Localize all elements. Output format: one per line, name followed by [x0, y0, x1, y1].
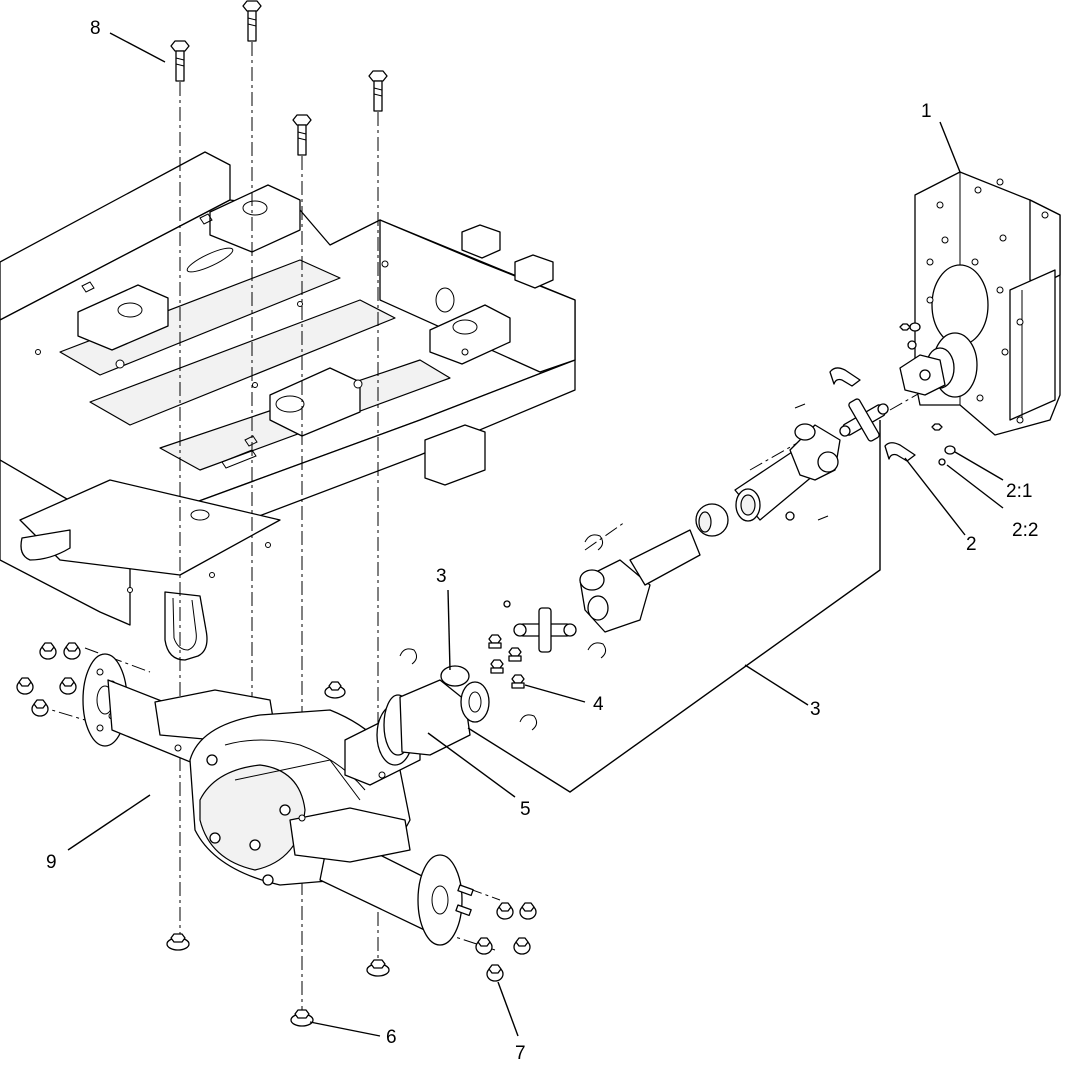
callout-8: 8 — [90, 18, 101, 39]
drive-shaft-assembly — [383, 367, 916, 756]
callout-4: 4 — [593, 694, 604, 715]
callout-2-2: 2:2 — [1012, 520, 1038, 541]
callout-2: 2 — [966, 534, 977, 555]
callout-3-top: 3 — [436, 566, 447, 587]
callout-labels: 8 1 2:1 2:2 2 3 4 3 5 9 6 7 — [46, 18, 1038, 1064]
callout-1: 1 — [921, 101, 932, 122]
callout-7: 7 — [515, 1043, 526, 1064]
leader-lines — [67, 32, 1004, 1037]
callout-2-1: 2:1 — [1006, 481, 1032, 502]
callout-5: 5 — [520, 799, 531, 820]
callout-9: 9 — [46, 852, 57, 873]
flange-nuts — [166, 933, 390, 1027]
callout-6: 6 — [386, 1027, 397, 1048]
callout-3-right: 3 — [810, 699, 821, 720]
mounting-bolts — [170, 0, 388, 156]
gearbox-housing — [899, 171, 1061, 466]
rear-axle — [82, 653, 474, 946]
chassis-frame — [0, 151, 576, 661]
wheel-lug-nuts — [16, 642, 537, 982]
